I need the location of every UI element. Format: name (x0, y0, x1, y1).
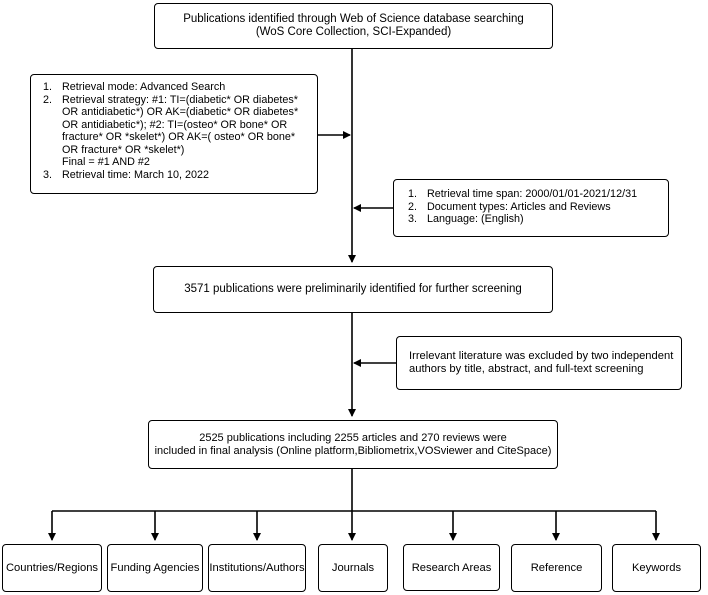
final-analysis-box: 2525 publications including 2255 article… (148, 420, 558, 469)
retrieval-item-number: 3. (43, 168, 53, 181)
category-label: Reference (530, 562, 583, 574)
category-journals: Journals (318, 544, 388, 592)
category-label: Countries/Regions (5, 562, 99, 574)
filter-item-1: 1. Retrieval time span: 2000/01/01-2021/… (408, 188, 668, 201)
retrieval-item-number: 1. (43, 81, 53, 93)
retrieval-details-box: 1. Retrieval mode: Advanced Search 2. Re… (30, 74, 318, 194)
category-keywords: Keywords (612, 544, 701, 592)
category-countries-regions: Countries/Regions (2, 544, 102, 592)
filter-criteria-box: 1. Retrieval time span: 2000/01/01-2021/… (393, 179, 669, 237)
category-label: Research Areas (411, 561, 492, 574)
category-label: Funding Agencies (110, 562, 200, 574)
identification-box: Publications identified through Web of S… (154, 3, 553, 49)
category-research-areas: Research Areas (403, 544, 500, 591)
final-analysis-line-2: included in final analysis (Online platf… (154, 444, 552, 457)
filter-item-text: Document types: Articles and Reviews (427, 200, 611, 213)
category-funding-agencies: Funding Agencies (107, 544, 203, 592)
retrieval-item-text: Retrieval time: March 10, 2022 (62, 168, 210, 181)
retrieval-item-2: 2. Retrieval strategy: #1: TI=(diabetic*… (43, 94, 317, 169)
retrieval-strategy-line: fracture* OR *skelet*) OR AK=( osteo* OR… (62, 131, 296, 143)
preliminary-screening-text: 3571 publications were preliminarily ide… (184, 282, 522, 295)
exclusion-line-1: Irrelevant literature was excluded by tw… (409, 350, 674, 362)
filter-list: 1. Retrieval time span: 2000/01/01-2021/… (408, 188, 668, 226)
filter-item-text: Retrieval time span: 2000/01/01-2021/12/… (427, 188, 638, 200)
filter-item-number: 2. (408, 200, 418, 213)
identification-line-2: (WoS Core Collection, SCI-Expanded) (255, 26, 452, 38)
retrieval-item-1: 1. Retrieval mode: Advanced Search (43, 81, 317, 94)
category-label: Keywords (631, 562, 682, 574)
category-institutions-authors: Institutions/Authors (208, 544, 306, 592)
filter-item-number: 3. (408, 213, 418, 225)
category-reference: Reference (511, 544, 602, 592)
retrieval-strategy-line: OR fracture* OR *skelet*) (62, 143, 185, 156)
filter-item-3: 3. Language: (English) (408, 213, 668, 226)
retrieval-strategy-line: Final = #1 AND #2 (62, 156, 150, 168)
retrieval-strategy-line: Retrieval strategy: #1: TI=(diabetic* OR… (62, 93, 298, 106)
filter-item-2: 2. Document types: Articles and Reviews (408, 201, 668, 214)
retrieval-list: 1. Retrieval mode: Advanced Search 2. Re… (43, 81, 317, 181)
retrieval-item-text: Retrieval mode: Advanced Search (62, 81, 226, 93)
exclusion-box: Irrelevant literature was excluded by tw… (396, 336, 682, 390)
category-label: Journals (331, 562, 375, 574)
retrieval-strategy-line: OR antidiabetic*) OR AK=(diabetic* OR di… (62, 106, 299, 118)
filter-item-text: Language: (English) (427, 213, 524, 225)
retrieval-item-text: Retrieval strategy: #1: TI=(diabetic* OR… (62, 94, 298, 169)
retrieval-strategy-line: OR antidiabetic*); #2: TI=(osteo* OR bon… (62, 118, 288, 131)
identification-line-1: Publications identified through Web of S… (183, 12, 524, 25)
category-label: Institutions/Authors (209, 562, 305, 574)
exclusion-line-2: authors by title, abstract, and full-tex… (409, 363, 644, 375)
retrieval-item-3: 3. Retrieval time: March 10, 2022 (43, 169, 317, 182)
retrieval-item-number: 2. (43, 93, 53, 106)
preliminary-screening-box: 3571 publications were preliminarily ide… (153, 266, 553, 313)
final-analysis-line-1: 2525 publications including 2255 article… (199, 431, 507, 444)
filter-item-number: 1. (408, 188, 418, 200)
